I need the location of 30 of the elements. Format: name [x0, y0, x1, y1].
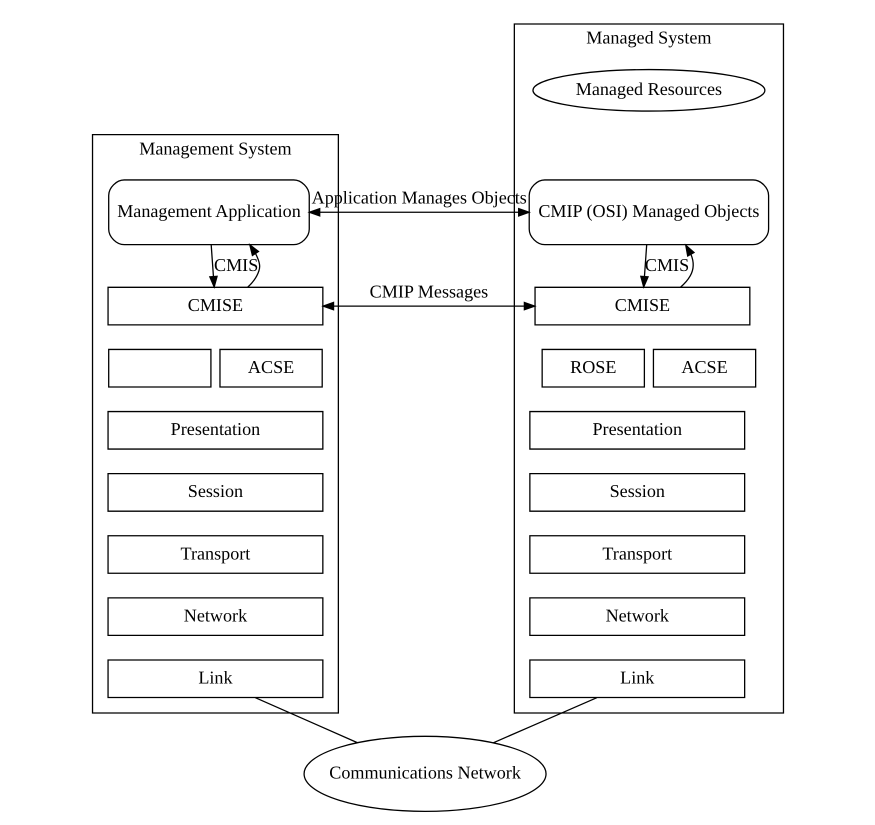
- node-box: Session: [528, 473, 745, 512]
- node-box: Management Application: [108, 179, 310, 246]
- node-ellipse: Communications Network: [302, 736, 546, 812]
- node-box: Link: [528, 659, 745, 698]
- node-box: Presentation: [106, 410, 323, 450]
- node-box: Link: [106, 659, 323, 698]
- label: CMIS: [644, 254, 689, 275]
- node-box: Transport: [106, 535, 323, 574]
- node-box: ACSE: [652, 348, 756, 388]
- node-box: [108, 348, 212, 388]
- arrow: [320, 302, 536, 311]
- node-box: CMISE: [534, 286, 750, 326]
- arrow: [680, 244, 695, 288]
- node-box: Network: [528, 597, 745, 636]
- node-box: Presentation: [528, 410, 745, 450]
- node-box: CMIP (OSI) Managed Objects: [528, 179, 769, 246]
- arrow: [639, 244, 649, 289]
- node-box: Network: [106, 597, 323, 636]
- arrow: [246, 243, 260, 288]
- node-box: ACSE: [218, 348, 322, 388]
- connector: [492, 697, 597, 744]
- node-box: Transport: [528, 535, 745, 574]
- edge-label: CMIP Messages: [369, 281, 488, 302]
- node-box: Session: [106, 473, 323, 512]
- node-ellipse: Managed Resources: [532, 68, 765, 112]
- node-box: CMISE: [106, 286, 323, 326]
- label: CMIS: [214, 254, 258, 275]
- arrow: [306, 208, 530, 217]
- arrow: [208, 244, 218, 289]
- node-box: ROSE: [541, 348, 645, 388]
